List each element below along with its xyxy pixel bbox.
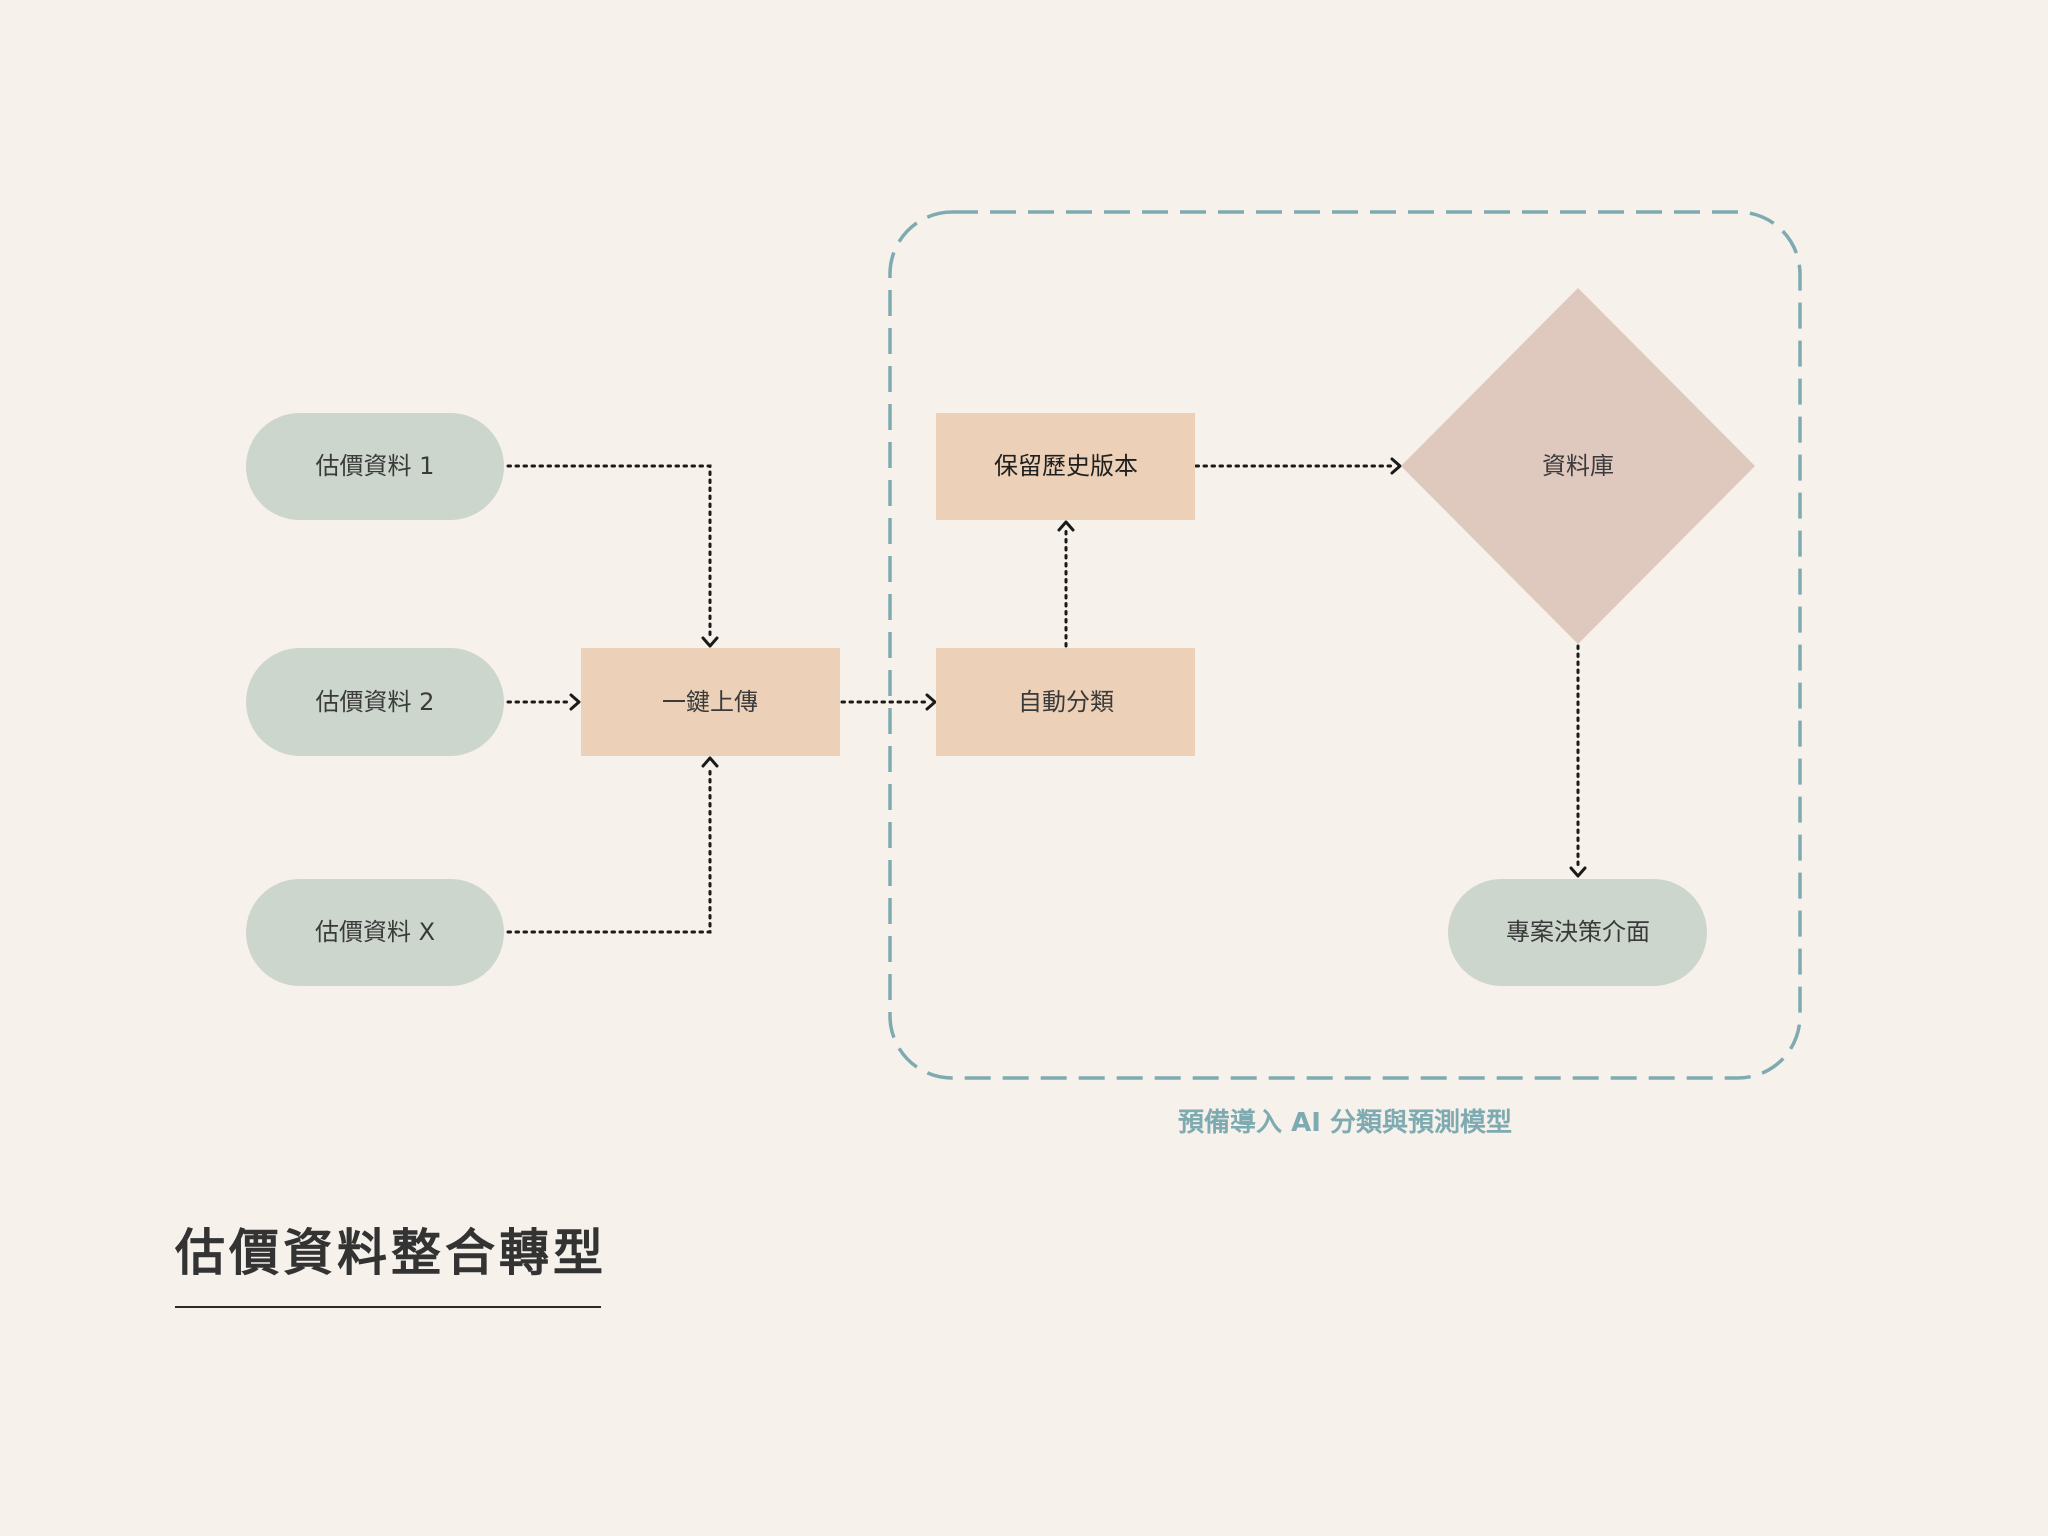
node-history-shape: [936, 413, 1195, 520]
arrowhead-upload-left: [569, 693, 581, 711]
node-decision-ui-label: 專案決策介面: [1506, 918, 1650, 946]
arrowhead-decision-top: [1569, 866, 1587, 878]
title-underline: [175, 1306, 601, 1308]
node-database-label: 資料庫: [1542, 452, 1614, 480]
arrowhead-history-bottom: [1057, 520, 1075, 532]
node-source-1-label: 估價資料 1: [316, 452, 435, 480]
edge-source1-to-upload: [506, 464, 712, 642]
node-source-x[interactable]: 估價資料 X: [246, 879, 504, 986]
connectors: [506, 457, 1587, 934]
arrowhead-upload-bottom: [701, 756, 719, 768]
node-upload-label: 一鍵上傳: [662, 688, 758, 716]
node-database[interactable]: 資料庫: [1401, 288, 1755, 644]
node-source-1[interactable]: 估價資料 1: [246, 413, 504, 520]
ai-model-group-caption: 預備導入 AI 分類與預測模型: [1178, 1107, 1512, 1138]
node-source-2-shape: [246, 648, 504, 756]
ai-model-group-frame: [888, 210, 1802, 1080]
arrowhead-database-left: [1390, 457, 1402, 475]
node-source-2-label: 估價資料 2: [316, 688, 435, 716]
node-upload-shape: [581, 648, 840, 756]
node-classify-shape: [936, 648, 1195, 756]
arrowhead-upload-top: [701, 636, 719, 648]
node-source-1-shape: [246, 413, 504, 520]
page-title: 估價資料整合轉型: [175, 1224, 607, 1282]
node-source-x-shape: [246, 879, 504, 986]
arrowhead-classify-left: [925, 693, 937, 711]
node-history[interactable]: 保留歷史版本: [936, 413, 1195, 520]
node-history-label: 保留歷史版本: [994, 452, 1138, 480]
node-classify[interactable]: 自動分類: [936, 648, 1195, 756]
node-upload[interactable]: 一鍵上傳: [581, 648, 840, 756]
node-decision-ui-shape: [1448, 879, 1707, 986]
node-decision-ui[interactable]: 專案決策介面: [1448, 879, 1707, 986]
node-source-2[interactable]: 估價資料 2: [246, 648, 504, 756]
node-classify-label: 自動分類: [1018, 688, 1114, 716]
node-database-shape: [1401, 288, 1755, 644]
edge-sourcex-to-upload: [506, 764, 712, 934]
node-source-x-label: 估價資料 X: [315, 918, 435, 946]
